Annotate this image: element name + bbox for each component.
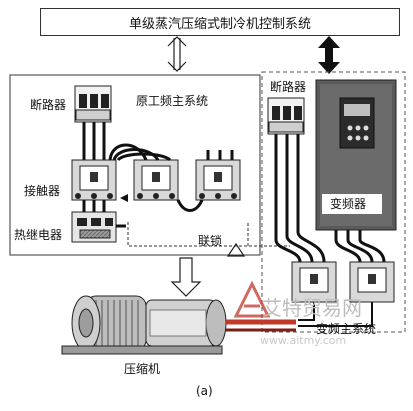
contactor-wiring [108,143,234,212]
relay-output-wires [82,200,126,228]
breaker-left-label: 断路器 [30,98,67,112]
breaker-right-wires [274,134,386,263]
inverter [315,79,397,231]
breaker-right [267,97,305,135]
figure-caption: (a) [196,384,213,398]
inverter-system-label: 变频主系统 [316,322,377,336]
watermark-brand: 艾特贸易网 [262,296,362,320]
relay-small-arrow [120,194,128,202]
contactor-1 [71,159,117,201]
interlock-dashed-link [127,222,290,247]
contactor-3 [195,159,241,201]
motor-inverter-link [226,302,373,332]
left-to-compressor-arrow [170,257,202,297]
line-frequency-system-label: 原工频主系统 [136,94,209,108]
line-frequency-system-box [9,74,261,256]
inverter-label: 变频器 [330,197,367,211]
contactor-label: 接触器 [24,184,61,198]
title-to-inverter-arrow [318,36,340,74]
inverter-system-box [261,71,406,333]
interlock-label: 联锁 [198,234,223,248]
compressor-label: 压缩机 [124,362,161,376]
breaker-right-label: 断路器 [270,80,307,94]
thermal-relay-label: 热继电器 [14,228,63,242]
watermark-logo-icon [233,280,271,318]
title-to-left-system-arrow [167,36,187,72]
thermal-relay [71,211,117,243]
contactor-4 [291,261,337,303]
breaker-left [74,85,112,123]
interlock-triangle [226,242,246,257]
breaker-left-wires [82,122,106,160]
watermark-url: www.aitmy.com [260,334,347,347]
contactor-5 [349,261,395,303]
contactor-2 [133,159,179,201]
diagram-title: 单级蒸汽压缩式制冷机控制系统 [40,8,400,36]
compressor-motor [61,295,227,355]
